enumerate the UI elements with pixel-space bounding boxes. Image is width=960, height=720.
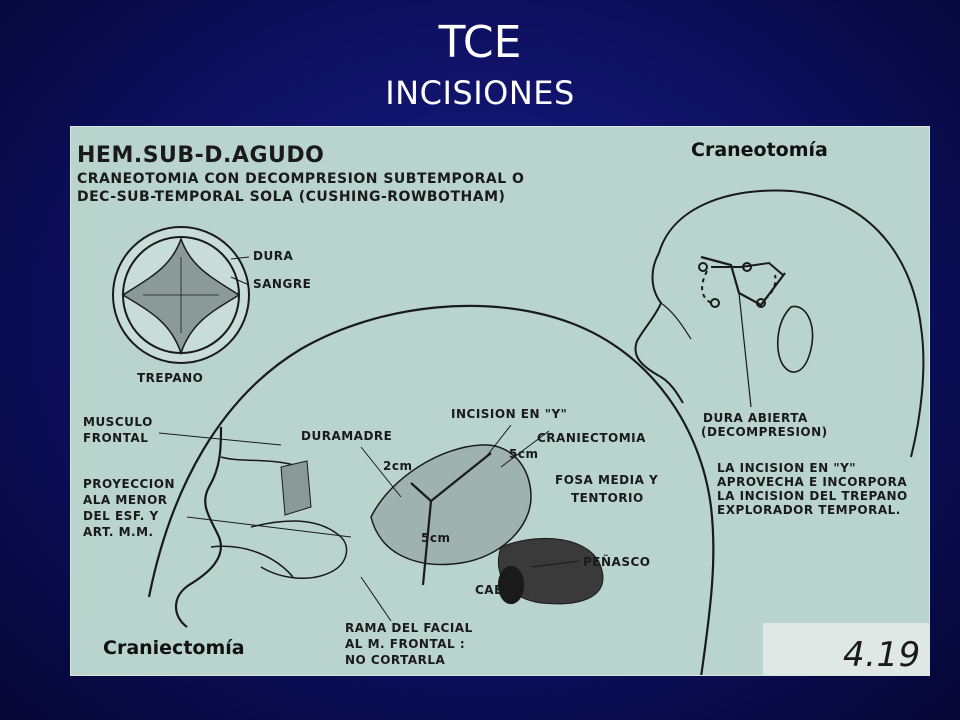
label-2cm: 2cm (383, 459, 413, 473)
label-trepano: TREPANO (137, 371, 204, 385)
note-line-2: APROVECHA E INCORPORA (717, 475, 908, 489)
drawing-line-2: CRANEOTOMIA CON DECOMPRESION SUBTEMPORAL… (77, 171, 525, 187)
small-head-drawing (634, 189, 925, 458)
label-cae: CAE (475, 583, 503, 597)
caption-craneotomia: Craneotomía (691, 139, 828, 161)
label-rama-3: NO CORTARLA (345, 653, 446, 667)
note-line-4: EXPLORADOR TEMPORAL. (717, 503, 901, 517)
anatomy-illustration (112, 189, 929, 675)
label-proy-4: ART. M.M. (83, 525, 154, 539)
large-head-drawing (147, 304, 715, 675)
trepano-drawing (112, 226, 250, 364)
label-proy-1: PROYECCION (83, 477, 176, 491)
label-sangre: SANGRE (253, 277, 312, 291)
corner-sheet (763, 623, 929, 675)
label-5cm-upper: 5cm (509, 447, 539, 461)
label-rama-2: AL M. FRONTAL : (345, 637, 466, 651)
note-line-3: LA INCISION DEL TREPANO (717, 489, 908, 503)
label-penasco: PEÑASCO (583, 555, 651, 569)
label-incision-y: INCISION EN "Y" (451, 407, 568, 421)
drawing-line-3: DEC-SUB-TEMPORAL SOLA (CUSHING-ROWBOTHAM… (77, 189, 506, 205)
label-craniectomia: CRANIECTOMIA (537, 431, 646, 445)
drawing-heading: HEM.SUB-D.AGUDO (77, 143, 325, 168)
page-number: 4.19 (843, 635, 921, 675)
label-dura: DURA (253, 249, 294, 263)
illustration-panel: Craneotomía Craniectomía HEM.SUB-D.AGUDO… (70, 126, 930, 676)
slide-subtitle: INCISIONES (385, 74, 575, 112)
label-fosa-2: TENTORIO (571, 491, 644, 505)
label-fosa-1: FOSA MEDIA Y (555, 473, 659, 487)
label-rama-1: RAMA DEL FACIAL (345, 621, 473, 635)
caption-craniectomia: Craniectomía (103, 637, 245, 659)
label-5cm-lower: 5cm (421, 531, 451, 545)
label-duramadre: DURAMADRE (301, 429, 393, 443)
slide-title: TCE (438, 17, 522, 68)
label-proy-2: ALA MENOR (83, 493, 168, 507)
label-musculo-2: FRONTAL (83, 431, 149, 445)
label-dura-abierta-1: DURA ABIERTA (703, 411, 808, 425)
label-musculo-1: MUSCULO (83, 415, 153, 429)
label-dura-abierta-2: (DECOMPRESION) (701, 425, 828, 439)
label-proy-3: DEL ESF. Y (83, 509, 159, 523)
note-line-1: LA INCISION EN "Y" (717, 461, 857, 475)
